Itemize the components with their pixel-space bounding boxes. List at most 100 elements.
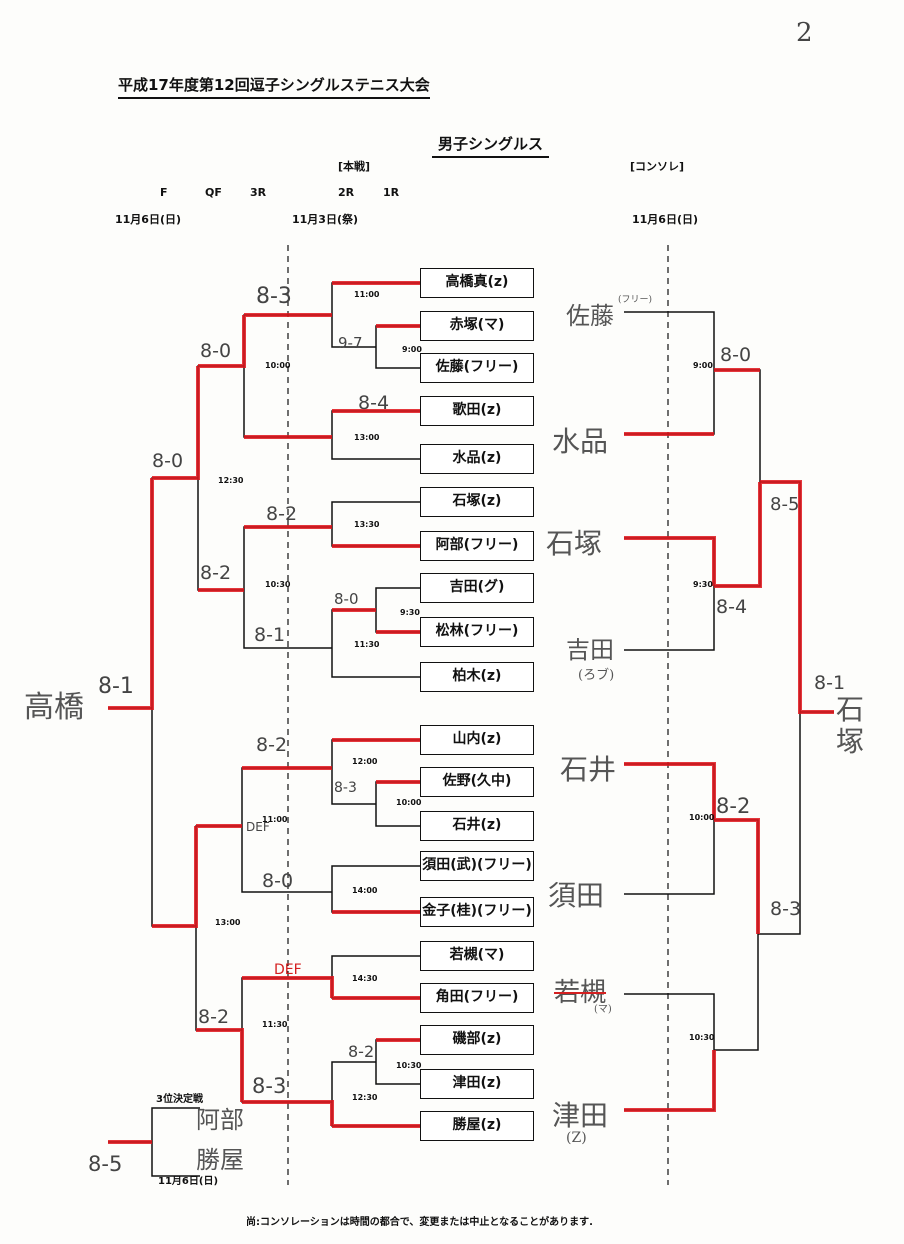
match-time: 12:00 — [352, 757, 378, 766]
third-place-names: 勝屋 — [196, 1146, 244, 1174]
consolation-name: 須田 — [548, 879, 605, 912]
score: 8-2 — [716, 794, 751, 818]
player-box: 山内(z) — [420, 725, 534, 755]
date-mid: 11月3日(祭) — [292, 213, 359, 226]
match-time: 13:30 — [354, 520, 380, 529]
score: 8-3 — [256, 284, 292, 309]
consolation-name-note: (フリー) — [618, 295, 653, 305]
player-box: 水品(z) — [420, 444, 534, 474]
cons-a — [624, 311, 715, 435]
score: 8-2 — [266, 503, 298, 525]
player-box: 柏木(z) — [420, 662, 534, 692]
round-3r: 3R — [250, 186, 267, 199]
score: 8-3 — [770, 898, 802, 920]
consolation-name: 石塚 — [546, 527, 603, 560]
score: 8-0 — [334, 590, 359, 608]
score: 8-2 — [198, 1006, 230, 1028]
player-box: 阿部(フリー) — [420, 531, 534, 561]
score: 8-3 — [252, 1074, 287, 1098]
player-box: 吉田(グ) — [420, 573, 534, 603]
consolation-name-note: (Z) — [566, 1130, 587, 1146]
score: 8-1 — [814, 672, 846, 694]
player-box: 津田(z) — [420, 1069, 534, 1099]
match-time: 9:00 — [402, 345, 422, 354]
consolation-name-note: (ろブ) — [578, 668, 615, 683]
match-time: 10:30 — [265, 580, 291, 589]
player-box: 須田(武)(フリー) — [420, 851, 534, 881]
score: 8-2 — [348, 1042, 375, 1061]
champion-name: 高橋 — [24, 690, 84, 725]
match-time: 9:00 — [693, 361, 713, 370]
cons-sf-a — [714, 369, 761, 587]
consolation-name: 石井 — [560, 753, 617, 786]
player-box: 歌田(z) — [420, 396, 534, 426]
match-time: 10:00 — [265, 361, 291, 370]
cons-b — [624, 537, 715, 651]
round-qf: QF — [205, 186, 222, 199]
score: 8-3 — [334, 780, 357, 796]
cons-sf-b — [714, 819, 759, 1051]
match-time: 11:30 — [262, 1020, 288, 1029]
player-box: 赤塚(マ) — [420, 311, 534, 341]
player-box: 角田(フリー) — [420, 983, 534, 1013]
player-box: 松林(フリー) — [420, 617, 534, 647]
player-box: 磯部(z) — [420, 1025, 534, 1055]
score: 8-1 — [254, 624, 286, 646]
score: 9-7 — [338, 334, 363, 352]
player-box: 石井(z) — [420, 811, 534, 841]
player-box: 佐藤(フリー) — [420, 353, 534, 383]
score: DEF — [246, 820, 270, 834]
match-time: 13:00 — [354, 433, 380, 442]
round-2r: 2R — [338, 186, 355, 199]
match-time: 11:00 — [262, 815, 288, 824]
consolation-name: 佐藤 — [566, 302, 614, 330]
consolation-name: 水品 — [552, 425, 609, 458]
round-f: F — [160, 186, 168, 199]
match-time: 12:30 — [352, 1093, 378, 1102]
consolation-champion: 石塚 — [836, 693, 865, 758]
date-right: 11月6日(日) — [632, 213, 699, 226]
score: 8-4 — [716, 596, 748, 618]
third-place-bracket — [151, 1107, 200, 1177]
score: 8-4 — [358, 392, 390, 414]
score: 8-1 — [98, 674, 134, 699]
page-title: 平成17年度第12回逗子シングルステニス大会 — [118, 74, 430, 99]
player-box: 若槻(マ) — [420, 941, 534, 971]
match-time: 11:00 — [354, 290, 380, 299]
event-subtitle: 男子シングルス — [432, 133, 550, 158]
third-place-date: 11月6日(日) — [158, 1176, 219, 1187]
match-time: 14:00 — [352, 886, 378, 895]
match-time: 13:00 — [215, 918, 241, 927]
cons-d — [624, 993, 715, 1111]
footer-note: 尚:コンソレーションは時間の都合で、変更または中止となることがあります. — [246, 1217, 593, 1228]
match-time: 10:30 — [689, 1033, 715, 1042]
consolation-name: 吉田 — [566, 636, 614, 664]
score: 8-0 — [152, 450, 184, 472]
score: 8-5 — [770, 494, 800, 515]
score: 8-0 — [720, 344, 752, 366]
match-sf — [151, 477, 198, 927]
consolation-name: 若槻 — [554, 978, 607, 1008]
score: 8-5 — [88, 1152, 123, 1176]
third-place-names: 阿部 — [196, 1106, 244, 1134]
match-time: 12:30 — [218, 476, 244, 485]
cons-final — [758, 481, 801, 935]
player-box: 金子(桂)(フリー) — [420, 897, 534, 927]
page-number: 2 — [796, 18, 813, 48]
match-qf-b — [195, 825, 242, 1031]
consolation-name: 津田 — [552, 1099, 609, 1132]
match-time: 11:30 — [354, 640, 380, 649]
cons-c — [624, 763, 715, 895]
bracket-red-highlights — [108, 281, 834, 1144]
match-time: 10:00 — [396, 798, 422, 807]
score: 8-0 — [200, 340, 232, 362]
score: DEF — [274, 962, 302, 978]
consolation-label: [コンソレ] — [630, 160, 685, 173]
match-time: 9:30 — [400, 608, 420, 617]
third-place-label: 3位決定戦 — [156, 1094, 203, 1105]
match-time: 10:30 — [396, 1061, 422, 1070]
consolation-name-note: (マ) — [594, 1004, 612, 1015]
main-draw-label: [本戦] — [338, 160, 371, 173]
match-time: 14:30 — [352, 974, 378, 983]
